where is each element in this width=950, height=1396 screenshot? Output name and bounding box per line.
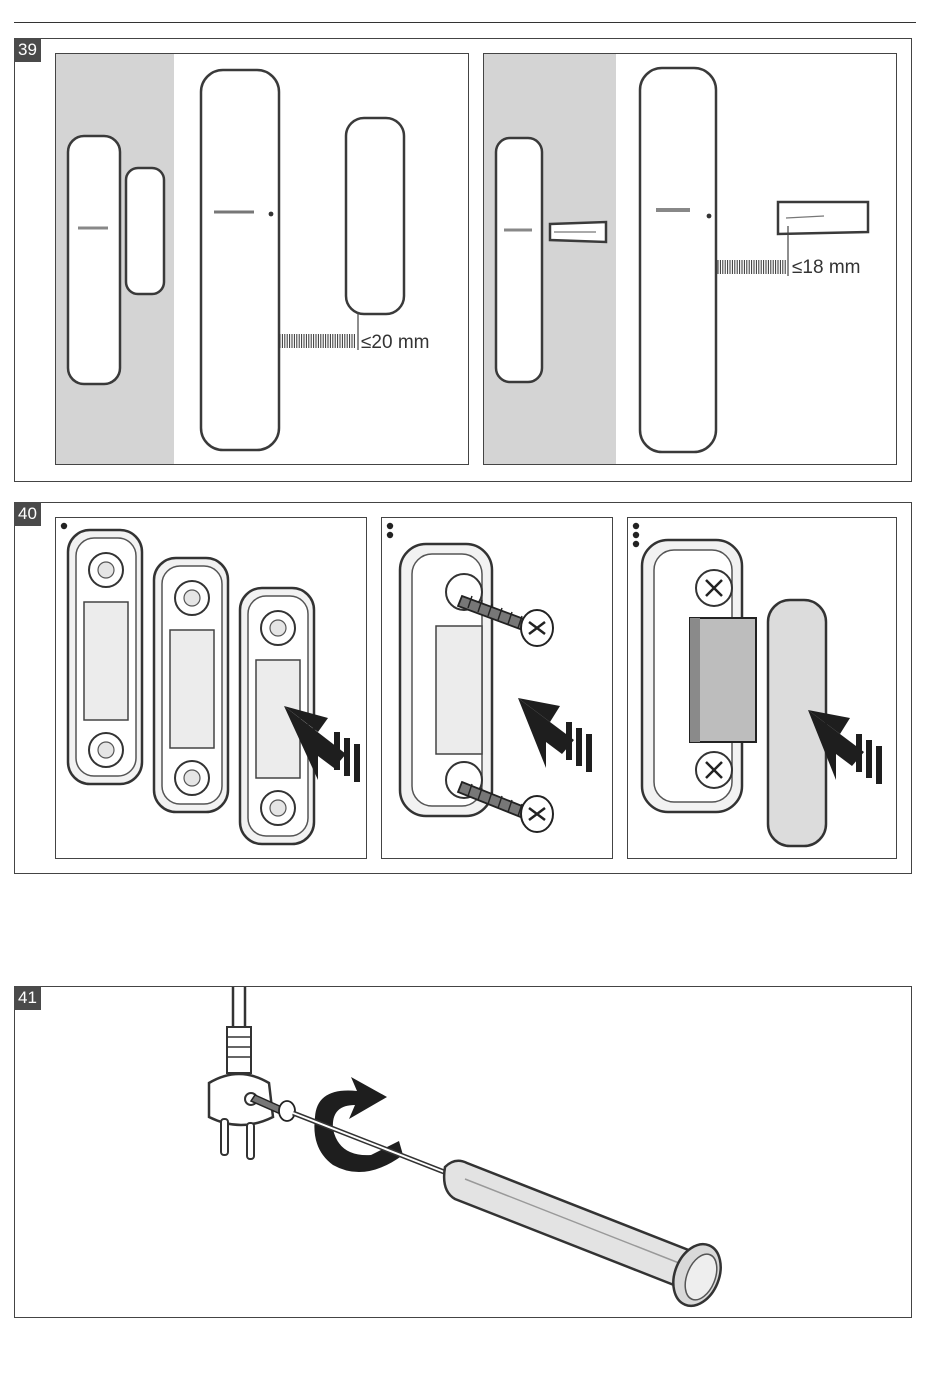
plug-screwdriver-illustration xyxy=(15,987,913,1319)
distance-hatching xyxy=(718,260,785,274)
figure-39: 39 ≤20 mm xyxy=(14,38,912,482)
plug-strain-relief xyxy=(227,1027,251,1073)
step-dot xyxy=(633,523,639,529)
base-variants-illustration xyxy=(56,518,367,859)
step-indicator-dots xyxy=(61,523,67,529)
power-cable xyxy=(233,987,245,1027)
top-rule xyxy=(14,22,916,23)
mounting-distance-illustration-left: ≤20 mm xyxy=(56,54,469,465)
step-dot xyxy=(61,523,67,529)
step-dot xyxy=(633,541,639,547)
step-indicator-dots xyxy=(633,523,639,547)
figure-41: 41 xyxy=(14,986,912,1318)
screwdriver-handle xyxy=(444,1161,691,1287)
distance-label: ≤18 mm xyxy=(792,257,861,278)
press-arrow-icon xyxy=(518,698,592,772)
panel-39-left: ≤20 mm xyxy=(55,53,469,465)
detector-body xyxy=(201,70,279,450)
distance-label: ≤20 mm xyxy=(361,332,430,353)
detector-body-small xyxy=(496,138,542,382)
detector-body xyxy=(640,68,716,452)
base-plate xyxy=(68,530,142,784)
magnet-side xyxy=(690,618,700,742)
step-dot xyxy=(387,523,393,529)
step-indicator-dots xyxy=(387,523,393,538)
figure-number: 39 xyxy=(14,38,41,62)
step-panel-1 xyxy=(55,517,367,859)
base-plate xyxy=(154,558,228,812)
screw-mounting-illustration xyxy=(382,518,613,859)
step-dot xyxy=(387,532,393,538)
reed-marker-dot xyxy=(269,212,274,217)
distance-hatching xyxy=(280,334,354,348)
figure-number: 40 xyxy=(14,502,41,526)
figure-number: 41 xyxy=(14,986,41,1010)
base-plate xyxy=(400,544,492,816)
plug-pin xyxy=(221,1119,228,1155)
magnet-cover-illustration xyxy=(628,518,897,859)
panel-39-right: ≤18 mm xyxy=(483,53,897,465)
reed-marker-dot xyxy=(707,214,712,219)
magnet-small xyxy=(126,168,164,294)
plug-pin xyxy=(247,1123,254,1159)
magnet-body xyxy=(346,118,404,314)
step-panel-3 xyxy=(627,517,897,859)
detector-body-small xyxy=(68,136,120,384)
step-dot xyxy=(633,532,639,538)
figure-40: 40 xyxy=(14,502,912,874)
step-panel-2 xyxy=(381,517,613,859)
mounting-distance-illustration-right: ≤18 mm xyxy=(484,54,897,465)
